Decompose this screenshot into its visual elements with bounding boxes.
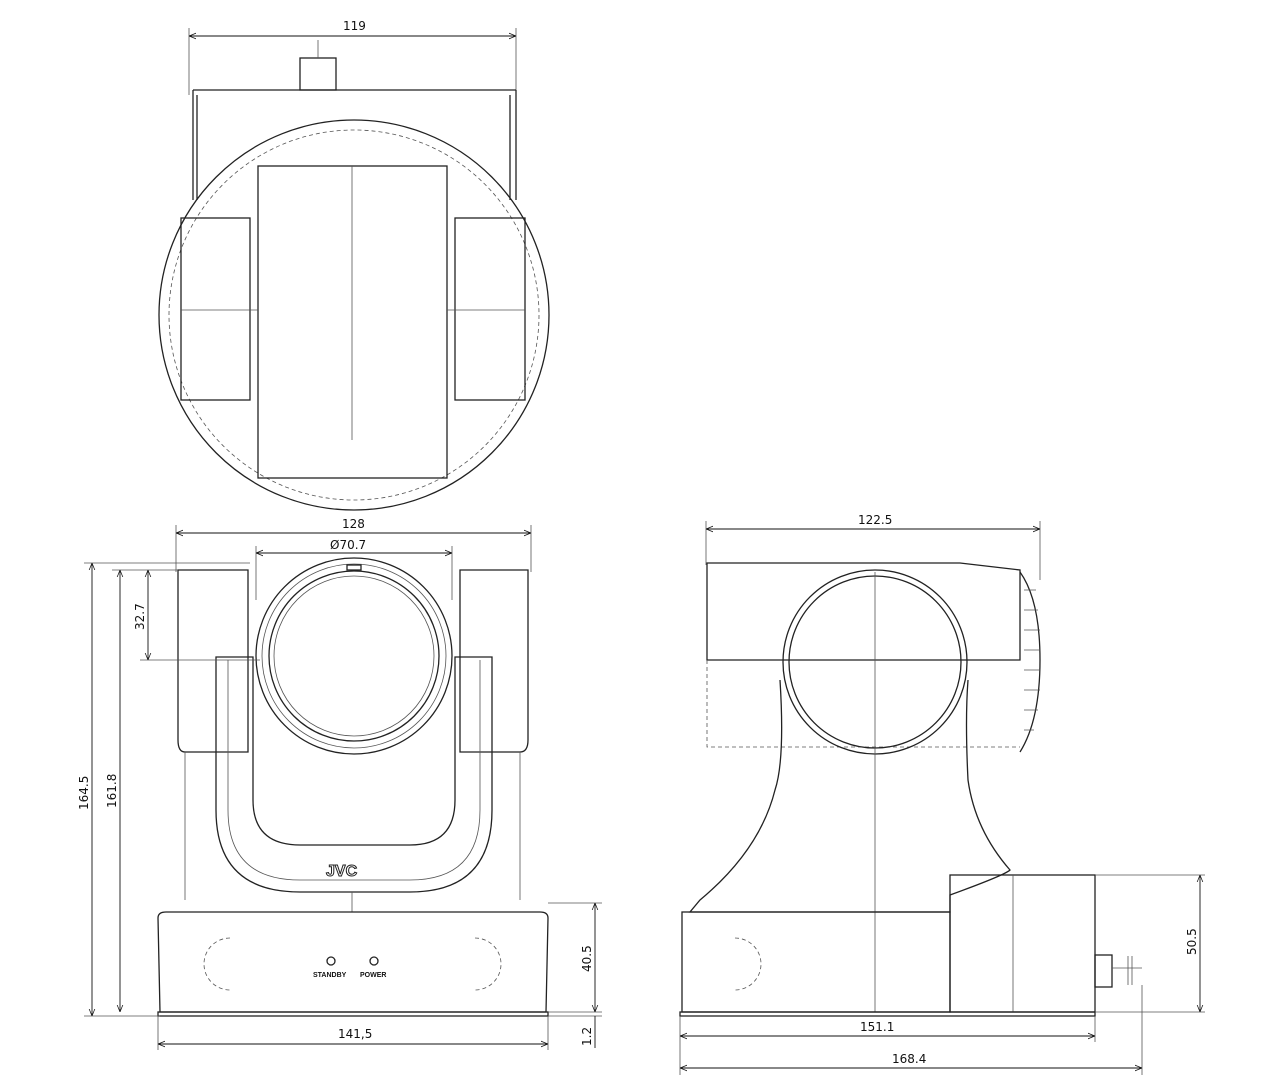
top-head xyxy=(257,165,448,479)
dim-label-top-width: 119 xyxy=(343,19,366,33)
dim-label-body-height: 161.8 xyxy=(105,774,119,808)
dim-label-base-depth: 151.1 xyxy=(860,1020,894,1034)
top-view: 119 xyxy=(158,19,550,511)
standby-label: STANDBY xyxy=(313,972,347,979)
side-view: 122.5 50.5 151.1 168.4 xyxy=(679,513,1205,1075)
front-lens-outer xyxy=(255,557,453,755)
front-yoke xyxy=(215,656,493,893)
front-plate xyxy=(157,1011,549,1017)
side-base xyxy=(681,911,951,1013)
dim-label-plate-thickness: 1.2 xyxy=(580,1027,594,1046)
dim-label-total-depth: 168.4 xyxy=(892,1052,926,1066)
side-head xyxy=(706,562,1021,661)
dim-label-head-length: 122.5 xyxy=(858,513,892,527)
front-base xyxy=(157,911,549,1013)
power-label: POWER xyxy=(360,972,386,979)
top-right-arm xyxy=(454,217,526,401)
side-neck xyxy=(688,679,1011,913)
front-right-arm xyxy=(459,569,529,753)
front-left-arm xyxy=(177,569,249,753)
top-connector xyxy=(299,57,337,91)
power-led xyxy=(369,956,379,966)
front-view: 128 Ø70.7 JVC STANDBY POWER 164.5 161.8 xyxy=(77,517,602,1050)
dim-label-box-height: 50.5 xyxy=(1185,928,1199,955)
dim-label-total-height: 164.5 xyxy=(77,776,91,810)
side-plate xyxy=(679,1011,1096,1017)
dim-label-lens-diameter: Ø70.7 xyxy=(330,538,366,552)
jvc-logo: JVC xyxy=(326,863,358,880)
dim-label-front-width: 128 xyxy=(342,517,365,531)
dim-label-base-width: 141,5 xyxy=(338,1027,372,1041)
top-left-arm xyxy=(180,217,251,401)
standby-led xyxy=(326,956,336,966)
side-connector xyxy=(1094,954,1113,988)
side-rear-box xyxy=(949,874,1096,1013)
dim-label-axis-height: 32.7 xyxy=(133,603,147,630)
dim-label-base-height: 40.5 xyxy=(580,945,594,972)
